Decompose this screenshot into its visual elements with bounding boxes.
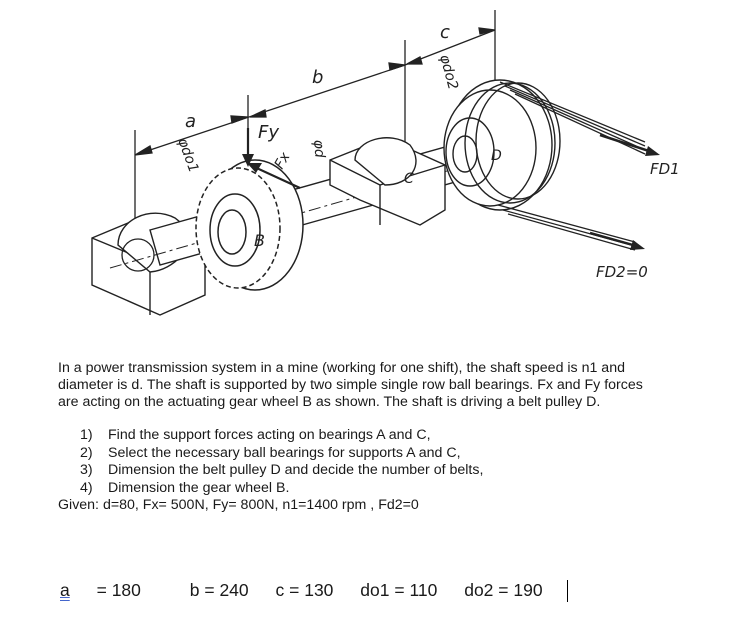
dim-a-value: a = 180 <box>60 580 141 600</box>
do2-label: φdo2 <box>436 53 461 92</box>
problem-intro: In a power transmission system in a mine… <box>58 360 643 410</box>
dim-a-letter: a <box>60 580 70 600</box>
belt-force-fd1-label: FD1 <box>650 160 680 178</box>
dimension-b-label: b <box>312 67 323 88</box>
pulley-d-label: D <box>491 148 502 164</box>
shaft-assembly-diagram: A B Fy Fx φdo1 φd C D φdo2 <box>91 10 680 316</box>
dimension-c-label: c <box>440 22 450 43</box>
given-values: Given: d=80, Fx= 500N, Fy= 800N, n1=1400… <box>58 497 419 513</box>
task-item: 3)Dimension the belt pulley D and decide… <box>80 462 484 478</box>
task-list: 1)Find the support forces acting on bear… <box>80 427 658 497</box>
bearing-c-label: C <box>404 171 414 187</box>
dim-b-value: b = 240 <box>189 580 249 600</box>
dimension-values[interactable]: a = 180 b = 240 c = 130 do1 = 110 do2 = … <box>60 580 612 603</box>
dim-c-value: c = 130 <box>275 580 334 600</box>
shaft-diameter-label: φd <box>310 139 328 159</box>
text-cursor <box>566 580 568 603</box>
dim-do2-value: do2 = 190 <box>464 580 589 603</box>
force-fy-label: Fy <box>258 122 279 143</box>
task-item: 2)Select the necessary ball bearings for… <box>80 444 461 461</box>
task-item: 4)Dimension the gear wheel B. <box>80 479 290 496</box>
belt-force-fd2-label: FD2=0 <box>596 263 648 281</box>
dimension-a-label: a <box>185 111 196 132</box>
force-fx-label: Fx <box>272 149 294 172</box>
gear-b-label: B <box>254 231 265 250</box>
dim-do1-value: do1 = 110 <box>360 580 438 600</box>
problem-statement: In a power transmission system in a mine… <box>58 360 658 514</box>
task-item: 1)Find the support forces acting on bear… <box>80 427 431 443</box>
do1-label: φdo1 <box>174 136 201 175</box>
